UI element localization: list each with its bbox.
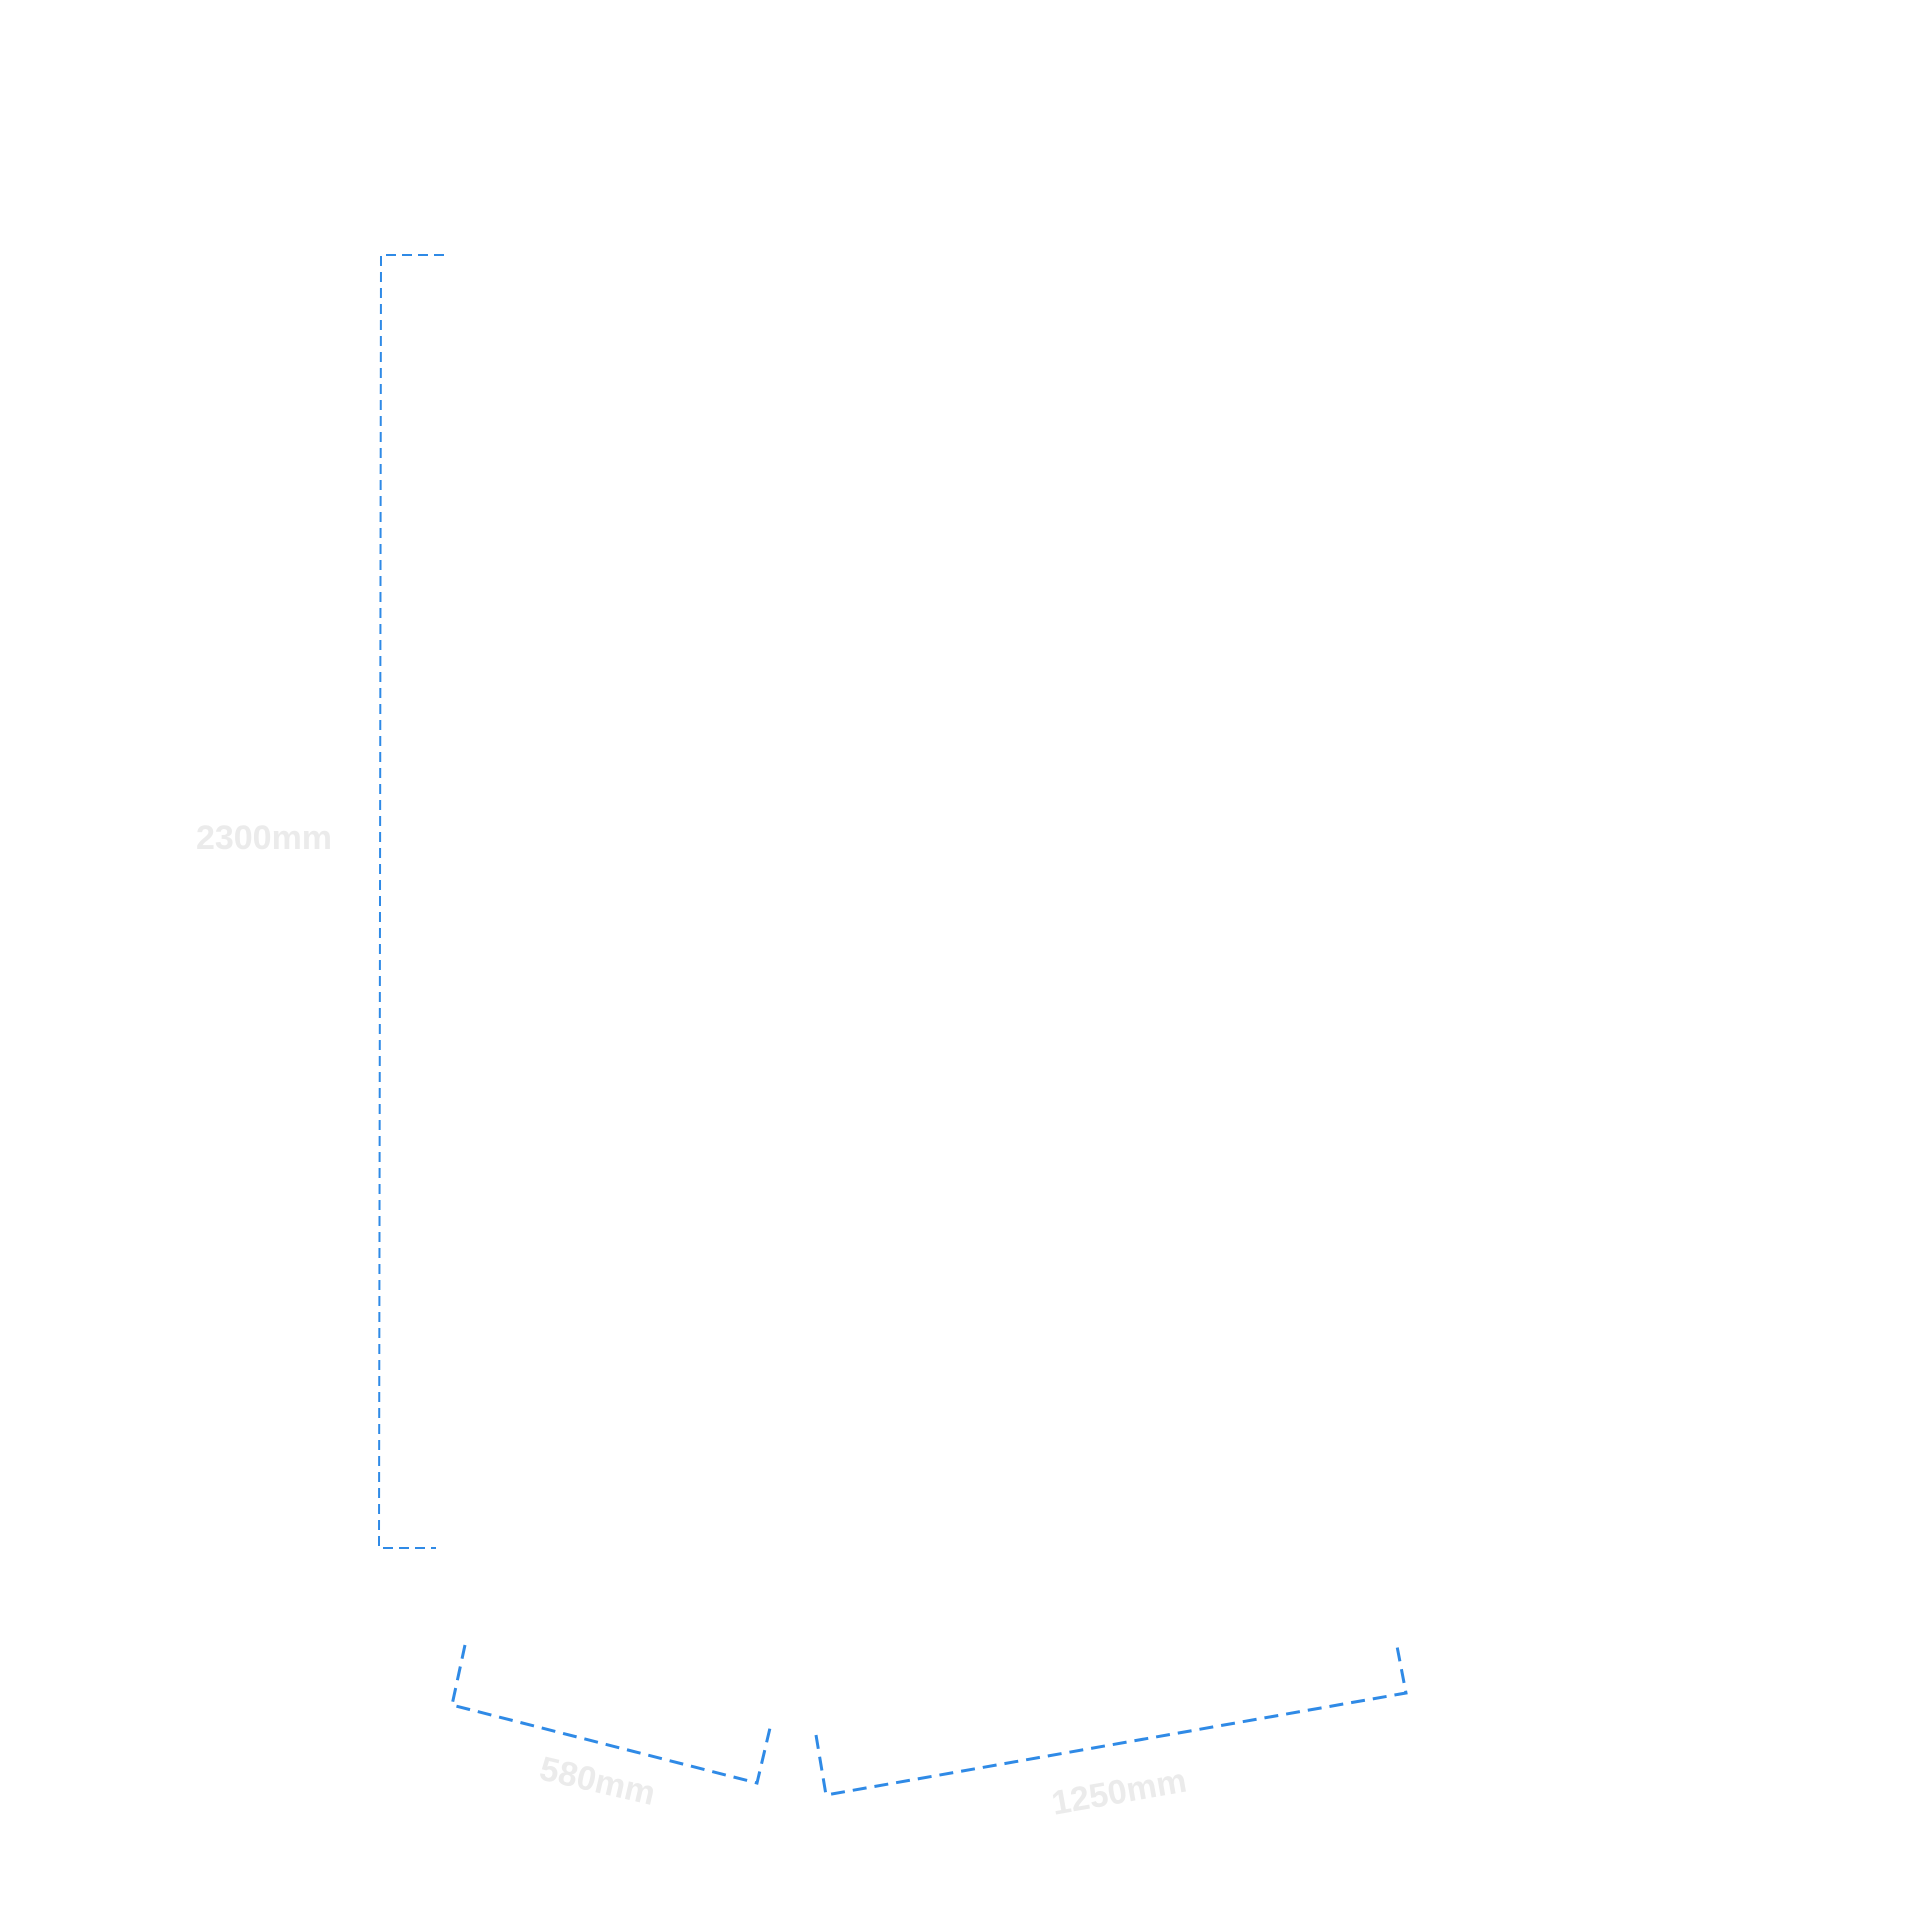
depth-dimension-label: 580mm	[536, 1750, 659, 1813]
width-dimension-label: 1250mm	[1049, 1762, 1190, 1823]
depth-dimension: 580mm	[450, 1644, 772, 1813]
height-dimension: 2300mm	[196, 254, 444, 1549]
height-dimension-bracket	[377, 254, 444, 1549]
height-dimension-label: 2300mm	[196, 819, 332, 857]
width-dimension: 1250mm	[814, 1640, 1408, 1823]
depth-dimension-bracket	[450, 1644, 772, 1785]
width-dimension-bracket	[814, 1640, 1408, 1797]
